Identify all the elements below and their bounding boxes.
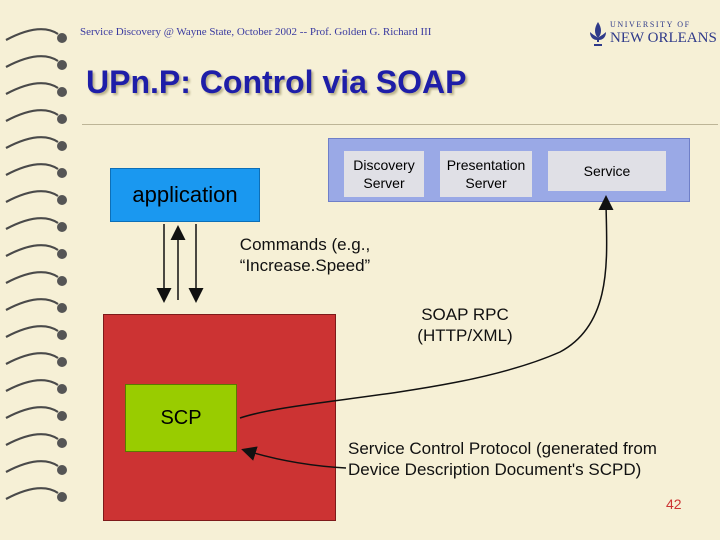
application-box: application bbox=[110, 168, 260, 222]
presentation-server-box: Presentation Server bbox=[440, 151, 532, 197]
service-box: Service bbox=[548, 151, 666, 191]
page-number: 42 bbox=[666, 496, 682, 512]
university-logo: UNIVERSITY OF NEW ORLEANS bbox=[588, 18, 717, 52]
logo-top-text: UNIVERSITY OF bbox=[610, 20, 691, 29]
commands-label: Commands (e.g., “Increase.Speed” bbox=[239, 235, 371, 275]
scp-box: SCP bbox=[125, 384, 237, 452]
slide-header: Service Discovery @ Wayne State, October… bbox=[80, 26, 432, 38]
scp-description-label: Service Control Protocol (generated from… bbox=[348, 439, 657, 479]
discovery-server-box: Discovery Server bbox=[344, 151, 424, 197]
fleur-de-lis-icon bbox=[590, 22, 606, 46]
spiral-binding bbox=[5, 28, 67, 502]
soap-rpc-label: SOAP RPC (HTTP/XML) bbox=[417, 305, 513, 345]
slide-title: UPn.P: Control via SOAP bbox=[86, 64, 467, 100]
logo-main-text: NEW ORLEANS bbox=[610, 30, 717, 46]
title-divider bbox=[82, 124, 718, 125]
